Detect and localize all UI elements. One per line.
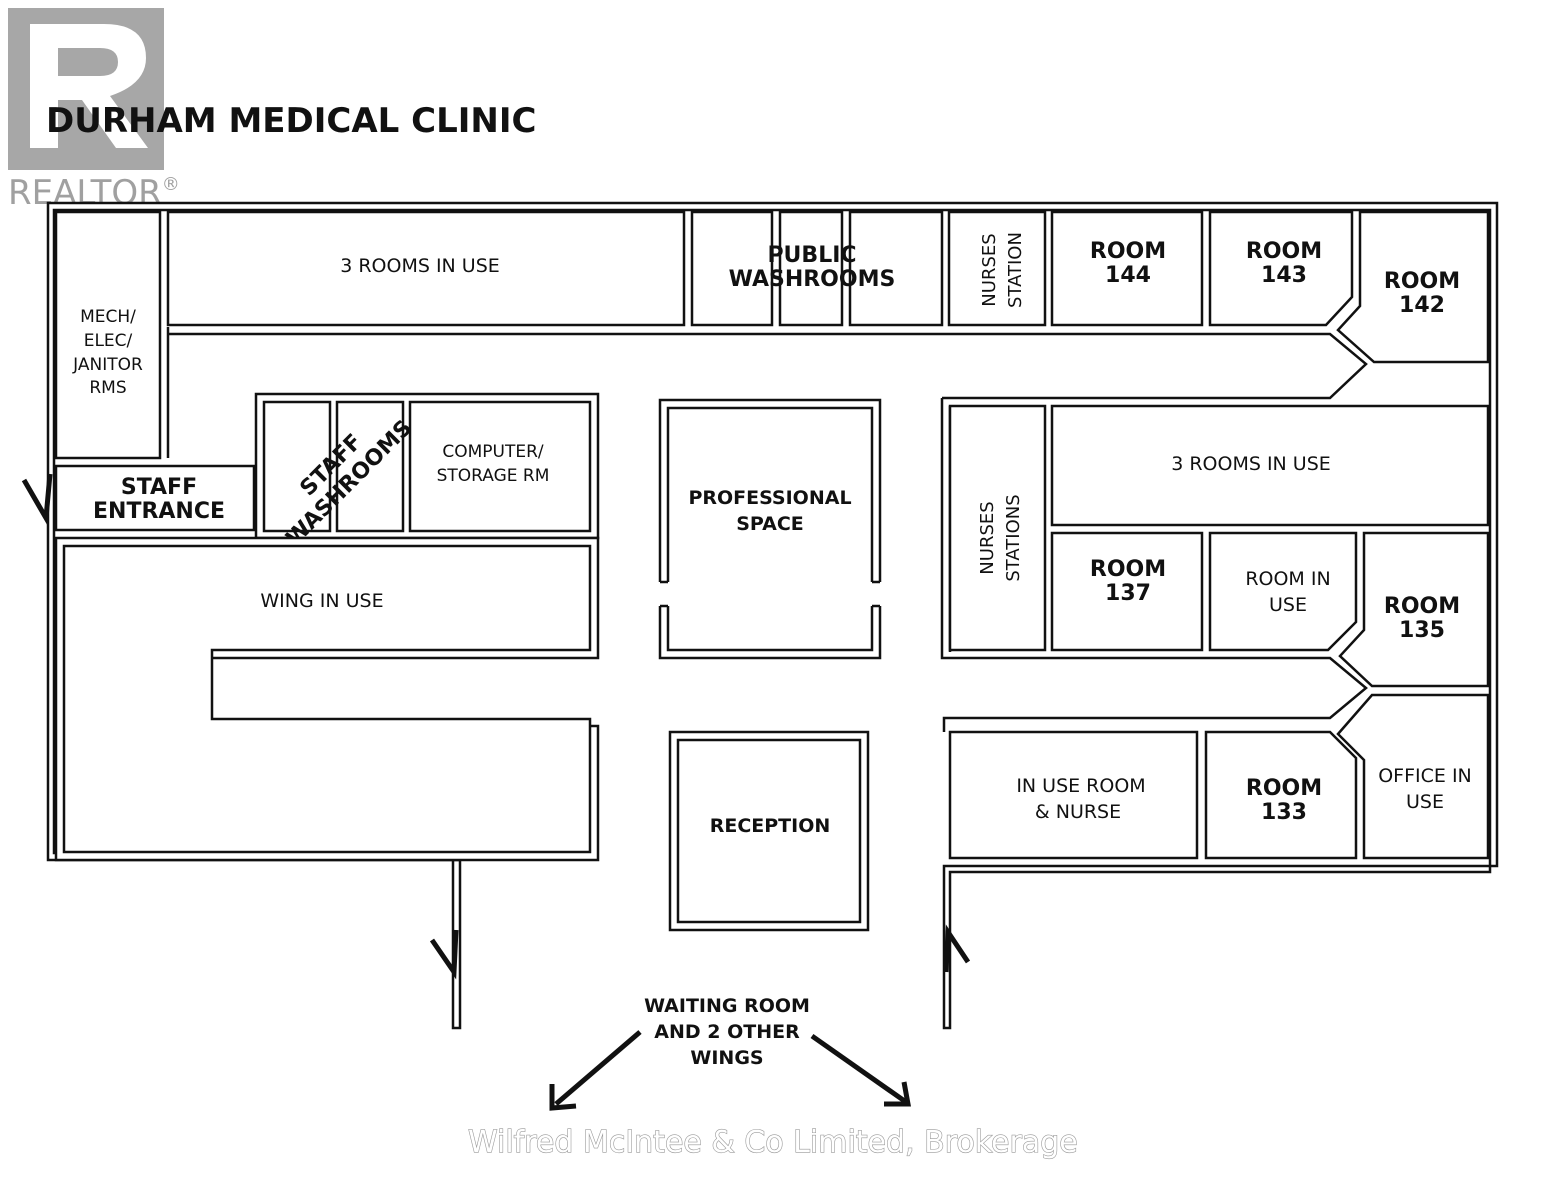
svg-text:ROOM: ROOM — [1090, 239, 1166, 264]
svg-text:143: 143 — [1261, 263, 1307, 288]
svg-text:RECEPTION: RECEPTION — [710, 815, 831, 837]
svg-text:USE: USE — [1269, 594, 1307, 616]
room-in-use: ROOM IN USE — [1208, 531, 1358, 652]
svg-text:STORAGE RM: STORAGE RM — [437, 466, 550, 486]
room-public-washrooms: PUBLIC WASHROOMS — [690, 210, 944, 327]
room-142: ROOM 142 — [1336, 210, 1490, 364]
watermark: Wilfred McIntee & Co Limited, Brokerage — [468, 1125, 1078, 1160]
svg-text:ROOM: ROOM — [1246, 239, 1322, 264]
svg-text:3 ROOMS IN USE: 3 ROOMS IN USE — [340, 255, 500, 277]
right-entrance-door-icon — [943, 924, 971, 973]
svg-text:135: 135 — [1399, 618, 1445, 643]
svg-text:STATIONS: STATIONS — [1003, 494, 1024, 581]
svg-text:ROOM IN: ROOM IN — [1245, 568, 1330, 590]
svg-text:SPACE: SPACE — [736, 513, 804, 535]
room-3-rooms-top: 3 ROOMS IN USE — [166, 210, 686, 327]
svg-text:3 ROOMS IN USE: 3 ROOMS IN USE — [1171, 453, 1331, 475]
room-computer-storage: COMPUTER/ STORAGE RM — [408, 400, 592, 533]
room-office-in-use: OFFICE IN USE — [1336, 693, 1490, 860]
realtor-logo: REALTOR® — [8, 8, 180, 213]
building-walls — [46, 201, 1499, 1030]
svg-text:MECH/: MECH/ — [80, 307, 136, 327]
room-133: ROOM 133 — [1204, 730, 1358, 860]
svg-text:ROOM: ROOM — [1090, 557, 1166, 582]
svg-text:ROOM: ROOM — [1384, 269, 1460, 294]
svg-text:WING IN USE: WING IN USE — [260, 590, 383, 612]
page-title: DURHAM MEDICAL CLINIC — [46, 101, 536, 141]
svg-text:WINGS: WINGS — [690, 1047, 763, 1069]
svg-text:NURSES: NURSES — [979, 233, 1000, 306]
svg-text:144: 144 — [1105, 263, 1151, 288]
room-professional-space: PROFESSIONAL SPACE — [658, 398, 882, 660]
room-in-use-room-nurse: IN USE ROOM & NURSE — [948, 730, 1199, 860]
room-reception: RECEPTION — [668, 730, 870, 932]
svg-text:133: 133 — [1261, 800, 1307, 825]
svg-text:142: 142 — [1399, 293, 1445, 318]
svg-text:NURSES: NURSES — [977, 501, 998, 574]
room-135: ROOM 135 — [1338, 531, 1490, 688]
svg-text:137: 137 — [1105, 581, 1151, 606]
room-137: ROOM 137 — [1050, 531, 1204, 652]
room-staff-washrooms: STAFF WASHROOMS — [254, 392, 600, 551]
svg-text:COMPUTER/: COMPUTER/ — [442, 442, 544, 462]
staff-entrance-door-icon — [21, 473, 53, 527]
svg-text:ROOM: ROOM — [1246, 776, 1322, 801]
arrow-down-right-icon — [810, 1033, 911, 1107]
room-nurses-station: NURSES STATION — [947, 210, 1047, 327]
svg-text:WAITING ROOM: WAITING ROOM — [644, 995, 810, 1017]
svg-text:PROFESSIONAL: PROFESSIONAL — [688, 487, 851, 509]
svg-text:ROOM: ROOM — [1384, 594, 1460, 619]
room-staff-entrance: STAFF ENTRANCE — [54, 464, 256, 532]
arrow-down-left-icon — [549, 1030, 642, 1111]
svg-text:JANITOR: JANITOR — [72, 355, 143, 375]
svg-text:PUBLIC: PUBLIC — [767, 243, 856, 268]
room-mech-elec-janitor: MECH/ ELEC/ JANITOR RMS — [54, 210, 162, 460]
svg-text:OFFICE IN: OFFICE IN — [1378, 765, 1472, 787]
svg-text:& NURSE: & NURSE — [1035, 801, 1121, 823]
svg-text:ENTRANCE: ENTRANCE — [93, 499, 225, 524]
svg-text:WASHROOMS: WASHROOMS — [729, 267, 896, 292]
svg-text:RMS: RMS — [89, 378, 126, 398]
room-144: ROOM 144 — [1050, 210, 1204, 327]
svg-text:IN USE ROOM: IN USE ROOM — [1016, 775, 1145, 797]
room-3-rooms-right: 3 ROOMS IN USE — [1050, 404, 1490, 527]
room-nurses-stations: NURSES STATIONS — [948, 404, 1047, 652]
room-143: ROOM 143 — [1208, 210, 1354, 327]
svg-text:USE: USE — [1406, 791, 1444, 813]
svg-text:STATION: STATION — [1005, 232, 1026, 308]
room-wing-in-use: WING IN USE — [54, 536, 600, 862]
svg-text:AND 2 OTHER: AND 2 OTHER — [654, 1021, 800, 1043]
registered-mark: ® — [162, 174, 180, 195]
left-entrance-door-icon — [429, 929, 459, 980]
svg-text:ELEC/: ELEC/ — [84, 331, 133, 351]
svg-text:STAFF: STAFF — [121, 475, 197, 500]
waiting-room-label: WAITING ROOM AND 2 OTHER WINGS — [644, 995, 810, 1069]
